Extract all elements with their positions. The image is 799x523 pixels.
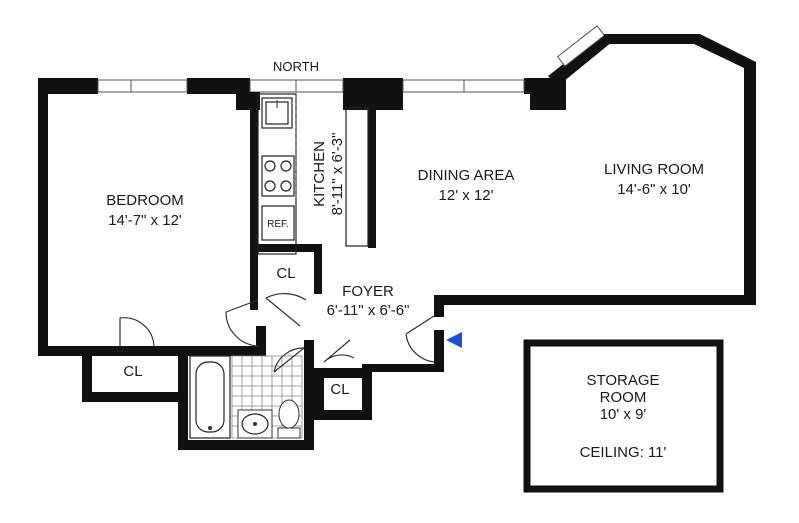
dining-area-dimensions: 12' x 12' [439, 187, 494, 204]
entry-arrow-icon [446, 332, 462, 348]
bedroom-closet-door [119, 317, 155, 347]
bedroom-window [97, 79, 188, 93]
storage-room-dimensions: 10' x 9' [600, 406, 647, 423]
hall-closet-label: CL [276, 265, 295, 282]
living-room-name: LIVING ROOM [604, 161, 704, 178]
bedroom-name: BEDROOM [106, 192, 184, 209]
foyer-name: FOYER [342, 283, 394, 300]
living-room-dimensions: 14'-6" x 10' [617, 181, 691, 198]
bathroom-door [273, 347, 305, 373]
kitchen-dimensions: 8'-11" x 6'-3" [329, 133, 346, 216]
hall-closet-door [265, 293, 307, 327]
foyer-closet-door [323, 339, 355, 363]
bathroom-fixtures [189, 355, 303, 439]
bedroom-closet-label: CL [123, 363, 142, 380]
dining-area-name: DINING AREA [418, 167, 515, 184]
storage-room-ceiling: CEILING: 11' [580, 444, 667, 461]
foyer-dimensions: 6'-11" x 6'-6" [327, 302, 410, 319]
north-label: NORTH [273, 59, 319, 74]
refrigerator [261, 205, 295, 241]
bathroom-sink-icon [237, 409, 273, 439]
kitchen-fixtures: REF. [257, 93, 297, 255]
bedroom-dimensions: 14'-7" x 12' [108, 212, 182, 229]
stove-icon [261, 155, 295, 197]
bay-window [556, 25, 606, 67]
foyer-closet-label: CL [330, 381, 349, 398]
kitchen-sink [261, 97, 293, 129]
kitchen-name: KITCHEN [311, 141, 328, 207]
storage-room-name-line2: ROOM [600, 389, 647, 406]
bedroom-door [225, 299, 259, 347]
doors [119, 293, 435, 373]
storage-room-name-line1: STORAGE [586, 372, 659, 389]
exterior-walls [38, 25, 756, 450]
storage-room [523, 339, 724, 493]
toilet-icon [278, 399, 300, 429]
entry-door [405, 315, 435, 363]
bathtub-icon [189, 355, 231, 439]
refrigerator-label: REF. [267, 219, 289, 230]
